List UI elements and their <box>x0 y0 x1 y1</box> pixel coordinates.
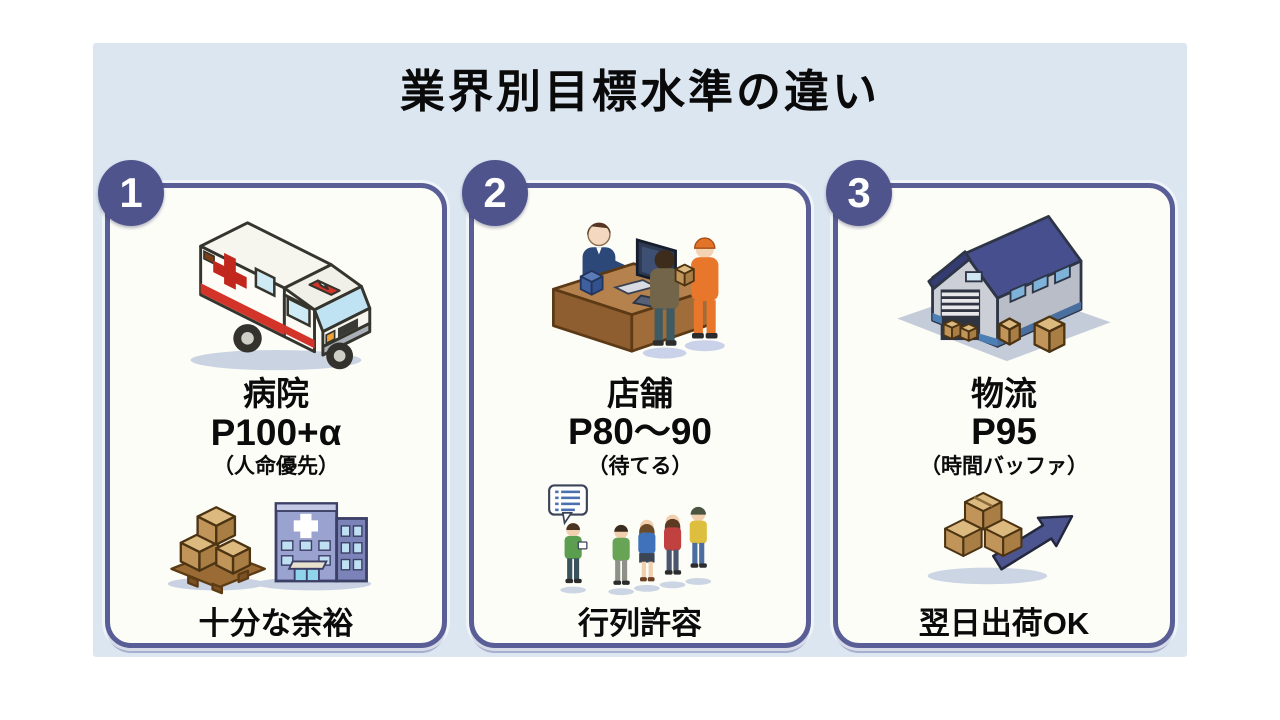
outside-boxes <box>998 315 1066 353</box>
card-logistics: 3 <box>826 160 1175 648</box>
target-level: P80〜90 <box>568 411 712 453</box>
shutter-door <box>940 289 981 342</box>
hospital-building <box>274 502 368 583</box>
queue-icon <box>548 484 712 596</box>
person-3 <box>659 514 686 589</box>
red-cross <box>213 252 247 290</box>
person-staff <box>560 523 588 594</box>
boxes-and-hospital-icon <box>167 502 372 595</box>
page-title: 業界別目標水準の違い <box>399 66 880 117</box>
person-4 <box>685 506 712 585</box>
boxes-and-hospital-illustration <box>164 483 388 595</box>
queue-illustration <box>537 483 743 596</box>
wheels <box>233 324 354 370</box>
industry-label: 物流 <box>971 374 1037 412</box>
card-caption: 十分な余裕 <box>198 606 354 642</box>
store-counter-illustration <box>526 196 754 376</box>
warehouse-icon <box>897 214 1111 361</box>
person-1 <box>608 524 634 596</box>
ambulance-body <box>199 221 372 357</box>
ambulance-illustration <box>167 196 385 376</box>
shipping-boxes-illustration <box>904 483 1104 595</box>
card-caption: 翌日出荷OK <box>918 606 1090 641</box>
boxes-arrow-icon <box>927 491 1074 585</box>
side-windows <box>1009 263 1071 304</box>
store-counter-icon <box>551 222 725 359</box>
industry-label: 店舗 <box>607 374 673 412</box>
box-left <box>944 518 983 558</box>
content-panel: 業界別目標水準の違い 1 <box>93 43 1187 657</box>
customer <box>650 249 680 346</box>
target-note: （人命優先） <box>213 455 339 479</box>
card-row: 1 <box>98 160 1175 648</box>
outbound-arrow <box>991 514 1074 571</box>
warehouse-illustration <box>888 196 1120 376</box>
card-hospital: 1 <box>98 160 447 648</box>
card-store: 2 <box>462 160 811 648</box>
target-note: （時間バッファ） <box>920 454 1088 478</box>
courier <box>674 237 719 339</box>
light-bar <box>308 279 341 296</box>
ambulance-icon <box>190 221 372 371</box>
badge-number-2: 2 <box>462 160 528 226</box>
box-top <box>963 491 1003 531</box>
industry-label: 病院 <box>243 375 309 412</box>
person-2 <box>634 519 660 592</box>
hospital-cross <box>293 514 318 539</box>
card-caption: 行列許容 <box>578 606 702 641</box>
target-level: P100+α <box>210 411 342 453</box>
target-level: P95 <box>971 411 1037 453</box>
cardboard-stack <box>179 506 252 576</box>
target-note: （待てる） <box>587 454 693 478</box>
cash-register <box>579 269 604 296</box>
badge-number-1: 1 <box>98 160 164 226</box>
red-stripe <box>200 283 285 335</box>
badge-number-3: 3 <box>826 160 892 226</box>
list-speech-bubble <box>548 484 588 526</box>
